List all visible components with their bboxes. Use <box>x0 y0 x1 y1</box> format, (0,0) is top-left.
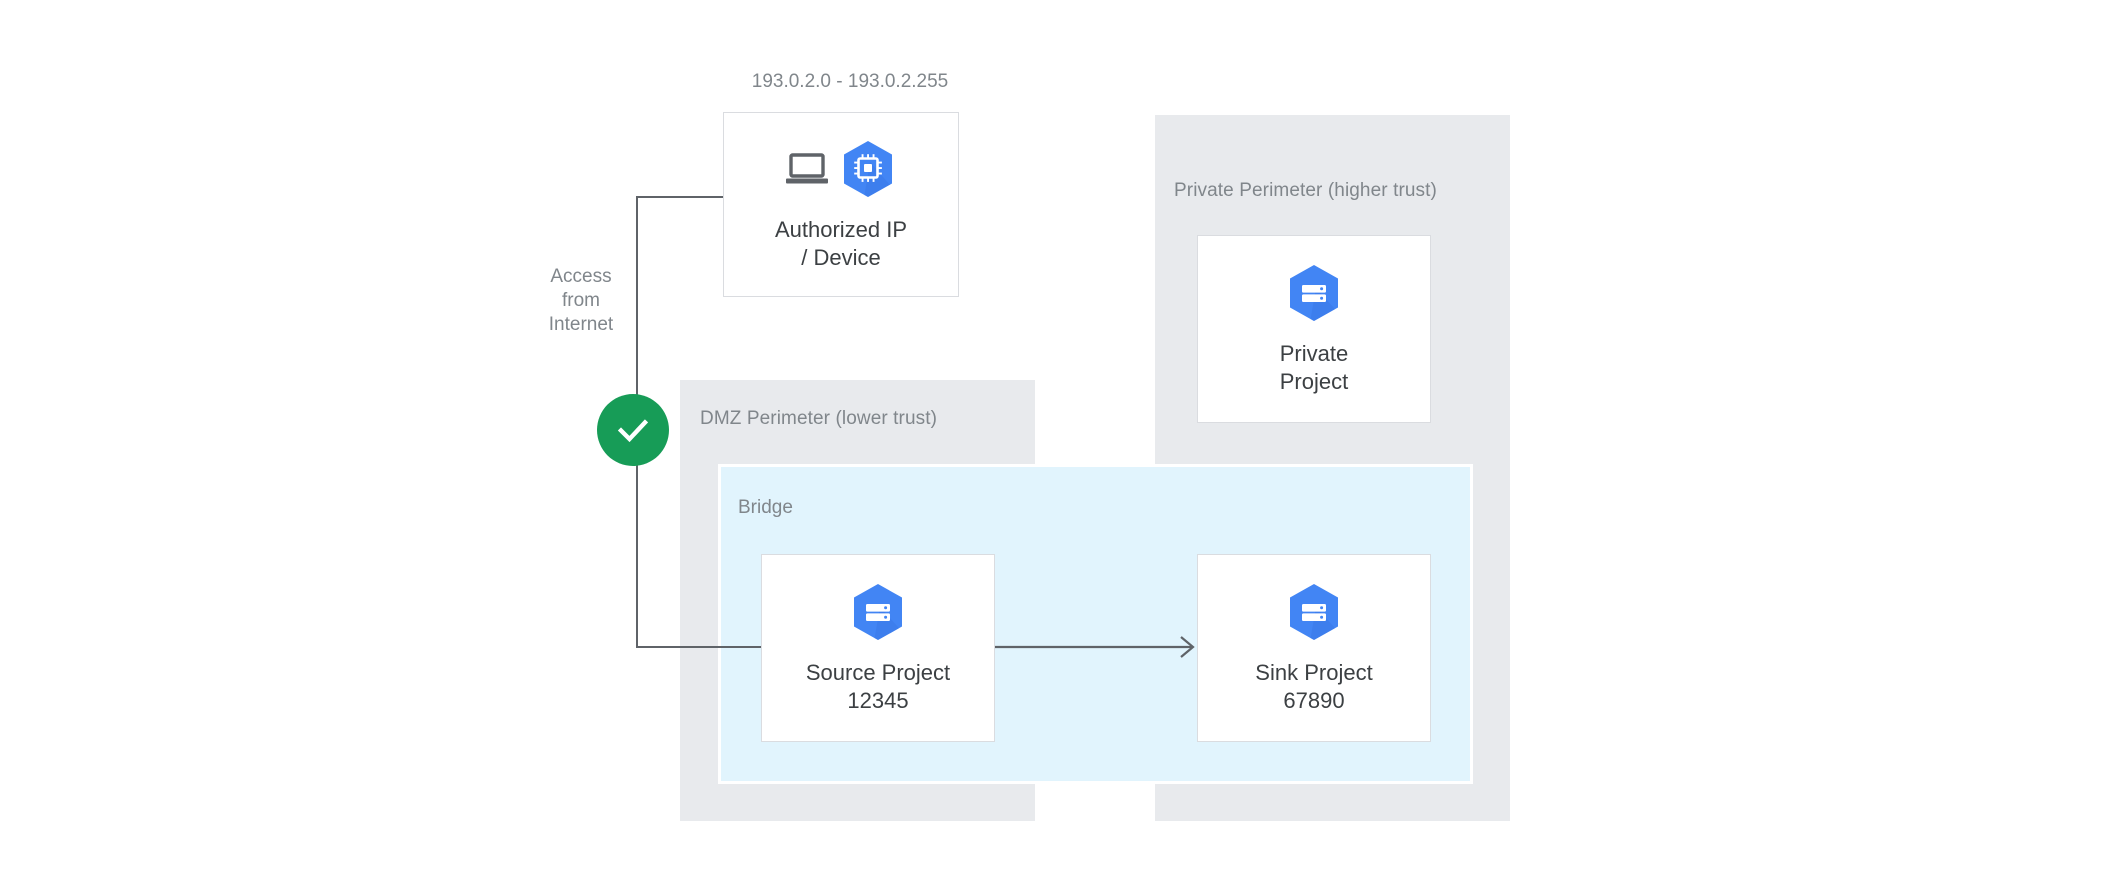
node-sink-project-icons <box>1285 581 1343 643</box>
node-source-project-label: Source Project 12345 <box>805 660 951 713</box>
access-from-internet-label: Access from Internet <box>548 266 614 335</box>
bridge-label: Bridge <box>738 497 793 518</box>
project-hexagon-icon <box>854 584 902 640</box>
perimeter-private-label: Private Perimeter (higher trust) <box>1174 180 1437 201</box>
node-source-project-icons <box>849 581 907 643</box>
compute-engine-hexagon-icon <box>844 140 892 197</box>
check-icon <box>617 419 649 443</box>
access-allowed-badge <box>597 394 669 466</box>
connector-internet-top-segment <box>636 196 725 198</box>
connector-internet-bottom-segment <box>636 646 791 648</box>
laptop-icon <box>786 152 828 183</box>
connector-source-to-sink-arrow <box>995 636 1195 658</box>
ip-range-label: 193.0.2.0 - 193.0.2.255 <box>751 71 949 92</box>
node-private-project-label: Private Project <box>1279 341 1349 394</box>
node-private-project-icons <box>1285 262 1343 324</box>
node-authorized-ip-device-icons <box>785 138 897 200</box>
node-sink-project[interactable]: Sink Project 67890 <box>1197 554 1431 742</box>
node-private-project[interactable]: Private Project <box>1197 235 1431 423</box>
node-sink-project-label: Sink Project 67890 <box>1255 660 1373 713</box>
node-authorized-ip-device[interactable]: Authorized IP / Device <box>723 112 959 297</box>
perimeter-dmz-label: DMZ Perimeter (lower trust) <box>700 408 938 429</box>
node-authorized-ip-device-label: Authorized IP / Device <box>774 216 908 270</box>
node-source-project[interactable]: Source Project 12345 <box>761 554 995 742</box>
project-hexagon-icon <box>1290 584 1338 640</box>
project-hexagon-icon <box>1290 265 1338 321</box>
